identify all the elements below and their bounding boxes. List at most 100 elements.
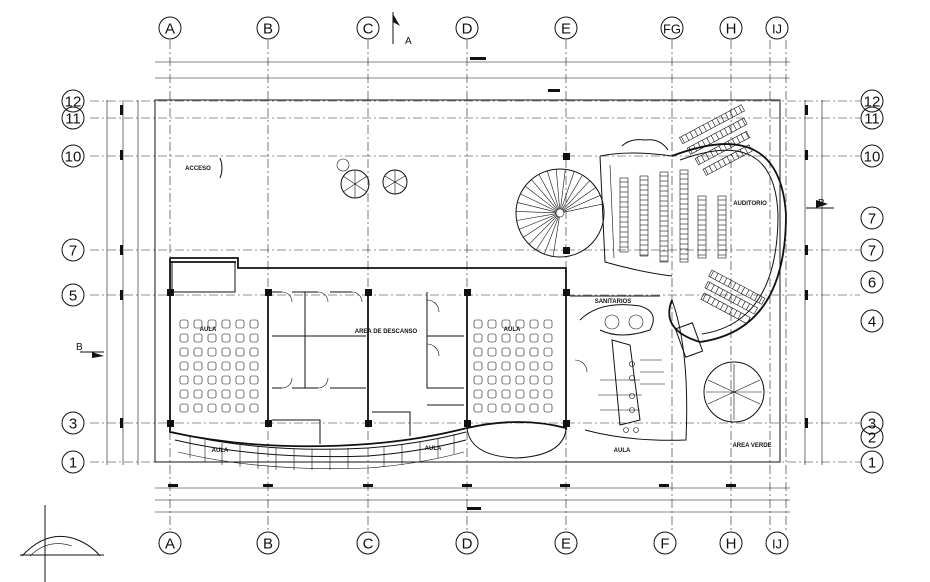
axis-bubble-top-a: A xyxy=(158,16,182,40)
desk-chair xyxy=(249,319,259,329)
seat xyxy=(716,117,721,125)
axis-bubbles-top: A B C D E FG H IJ xyxy=(158,16,789,40)
seat xyxy=(741,118,746,126)
desk-chair xyxy=(487,333,497,343)
seat xyxy=(719,130,724,138)
svg-text:2: 2 xyxy=(868,430,876,447)
desk-chair xyxy=(207,319,217,329)
seat xyxy=(732,123,737,131)
seat xyxy=(737,121,742,128)
axis-bubble-top-ij: IJ xyxy=(765,16,789,40)
seat xyxy=(697,142,702,149)
seat xyxy=(715,300,720,308)
desk-chair xyxy=(179,361,189,371)
stair-outline xyxy=(515,168,605,258)
seat xyxy=(693,144,698,152)
tree-1 xyxy=(340,169,370,199)
desk-chair xyxy=(529,389,539,399)
seat xyxy=(698,127,703,134)
seat xyxy=(731,138,736,146)
desk-chair xyxy=(529,347,539,357)
seat-row-bottom xyxy=(708,269,766,305)
axis-bubble-right-2: 2 xyxy=(860,425,884,449)
axis-bubble-right-12: 12 xyxy=(860,89,884,113)
seat xyxy=(731,154,735,161)
stair-tread xyxy=(516,211,557,214)
desk-chair xyxy=(543,319,553,329)
stair-tread xyxy=(560,169,566,210)
desk-chair xyxy=(179,333,189,343)
desk-chair xyxy=(235,347,245,357)
seat xyxy=(728,294,733,301)
svg-text:7: 7 xyxy=(868,211,876,228)
seat xyxy=(714,148,719,155)
seat xyxy=(680,136,685,143)
seat xyxy=(709,150,714,158)
label-sanitarios: SANITARIOS xyxy=(595,299,632,305)
seat xyxy=(758,296,763,304)
seat-row xyxy=(659,171,669,263)
axis-bubble-left-1: 1 xyxy=(61,450,85,474)
seat xyxy=(689,131,694,139)
svg-text:B: B xyxy=(76,342,83,353)
seat xyxy=(736,136,741,143)
seat xyxy=(696,157,701,165)
desk-chair xyxy=(529,361,539,371)
axis-bubble-bottom-b: B xyxy=(256,531,280,555)
desk-chair xyxy=(487,389,497,399)
desk-chair xyxy=(235,389,245,399)
svg-text:A: A xyxy=(405,36,412,47)
svg-text:C: C xyxy=(363,536,374,553)
desk-chair xyxy=(543,333,553,343)
svg-text:FG: FG xyxy=(663,22,681,37)
seat xyxy=(704,168,709,175)
svg-text:D: D xyxy=(462,536,473,553)
seat xyxy=(749,291,754,299)
seat xyxy=(706,282,711,289)
desk-chair xyxy=(543,375,553,385)
desk-chair xyxy=(193,375,203,385)
axis-bubble-top-c: C xyxy=(356,16,380,40)
desk-chair xyxy=(193,333,203,343)
desk-chair xyxy=(221,347,231,357)
desk-chair xyxy=(473,375,483,385)
desk-chair xyxy=(235,361,245,371)
svg-text:1: 1 xyxy=(69,455,77,472)
desk-grid-mid xyxy=(473,319,553,413)
stair-tread xyxy=(519,214,557,230)
seat-row-top xyxy=(686,117,748,155)
desk-chair xyxy=(515,403,525,413)
seat xyxy=(741,287,745,294)
seat xyxy=(745,131,750,139)
label-aula-bottom-left: AULA xyxy=(212,448,229,454)
stair-tread xyxy=(517,202,557,213)
label-aula-mid: AULA xyxy=(504,327,521,333)
desk-chair xyxy=(501,361,511,371)
orientation-symbol xyxy=(20,505,104,582)
axis-bubble-right-4: 4 xyxy=(860,309,884,333)
stair-tread xyxy=(547,170,560,210)
stair-tread xyxy=(528,215,558,245)
desk-chair xyxy=(179,389,189,399)
desk-chair xyxy=(235,333,245,343)
desk-chair xyxy=(221,319,231,329)
seat xyxy=(718,145,723,153)
svg-text:7: 7 xyxy=(69,243,77,260)
seat xyxy=(720,115,725,122)
stair-tread xyxy=(535,216,559,251)
desk-chair xyxy=(207,333,217,343)
axis-bubble-top-e: E xyxy=(554,16,578,40)
svg-text:D: D xyxy=(462,21,473,38)
stair-tread xyxy=(520,193,557,212)
seat xyxy=(720,303,724,310)
seat xyxy=(714,273,719,280)
grid-lines xyxy=(90,40,860,530)
svg-text:B: B xyxy=(263,536,273,553)
seat xyxy=(728,125,733,133)
axis-bubbles-bottom: A B C D E F H IJ xyxy=(158,531,789,555)
axis-bubble-right-6: 6 xyxy=(860,270,884,294)
axis-bubble-right-1: 1 xyxy=(860,450,884,474)
desk-chair xyxy=(193,319,203,329)
seat xyxy=(724,305,729,313)
